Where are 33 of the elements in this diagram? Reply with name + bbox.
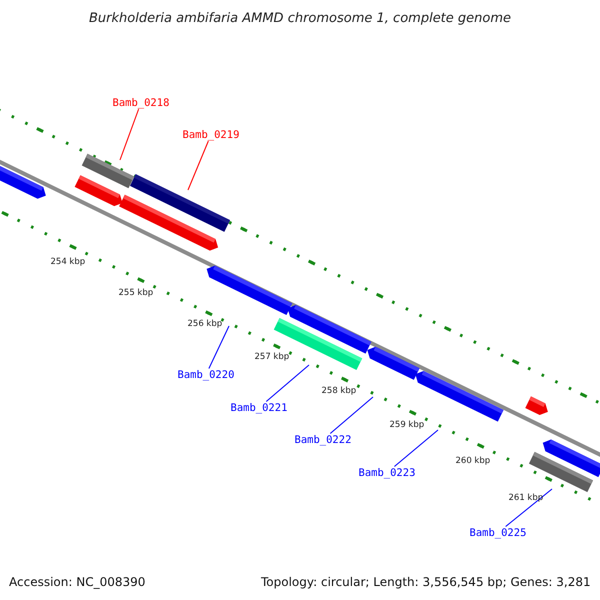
scale-label: 259 kbp bbox=[390, 420, 424, 429]
gene-label: Bamb_0220 bbox=[178, 370, 234, 380]
scale-label: 257 kbp bbox=[254, 352, 290, 361]
gene-label: Bamb_0222 bbox=[294, 434, 352, 445]
leader-line bbox=[120, 108, 140, 160]
gene-label: Bamb_0221 bbox=[230, 402, 288, 413]
scale-label: 258 kbp bbox=[322, 386, 356, 395]
gene-label: Bamb_0225 bbox=[470, 528, 526, 538]
gene-feature bbox=[130, 174, 230, 232]
accession-text: Accession: NC_008390 bbox=[9, 576, 146, 588]
gene-feature bbox=[206, 266, 292, 315]
scale-label: 260 kbp bbox=[456, 456, 490, 465]
gene-label: Bamb_0223 bbox=[358, 468, 416, 478]
gene-feature bbox=[415, 370, 504, 422]
leader-line bbox=[266, 364, 310, 402]
gene-feature bbox=[288, 305, 372, 354]
scale-label: 256 kbp bbox=[188, 320, 222, 328]
leader-line bbox=[188, 140, 209, 190]
scale-label: 261 kbp bbox=[508, 494, 544, 502]
gene-feature bbox=[525, 396, 548, 416]
leader-line bbox=[208, 326, 230, 369]
title: Burkholderia ambifaria AMMD chromosome 1, complete genome bbox=[89, 12, 512, 24]
gene-label: Bamb_0218 bbox=[112, 98, 170, 108]
leader-line bbox=[330, 396, 374, 434]
gene-feature bbox=[542, 440, 600, 478]
scale-label: 255 kbp bbox=[118, 288, 154, 297]
leader-line bbox=[505, 488, 552, 527]
scale-label: 254 kbp bbox=[50, 258, 86, 266]
genome-info-text: Topology: circular; Length: 3,556,545 bp; Genes: 3,281 bbox=[261, 576, 591, 588]
gene-feature bbox=[82, 154, 134, 188]
gene-label: Bamb_0219 bbox=[182, 130, 240, 140]
leader-line bbox=[394, 430, 438, 467]
gene-feature bbox=[367, 346, 420, 380]
